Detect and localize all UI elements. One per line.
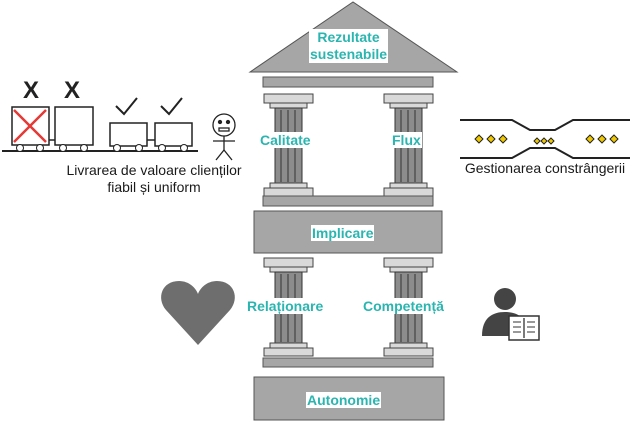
pillar-label-competenta: Competență (362, 298, 445, 314)
wagon-icon (54, 106, 94, 152)
pillar-label-relationare: Relaționare (246, 298, 325, 314)
middle-beam-label: Implicare (311, 225, 375, 241)
checked-wagon-icon (154, 97, 193, 152)
lower-floor-slab (262, 357, 434, 368)
wagon-mark-2: X (64, 77, 80, 104)
reader-person-icon (482, 288, 540, 341)
wagon-mark-1: X (23, 77, 39, 104)
heart-icon (161, 281, 235, 345)
left-caption: Livrarea de valoare clienților fiabil și… (48, 162, 260, 196)
roof-label-line1: Rezultate (317, 29, 380, 45)
pillar-label-flux: Flux (391, 132, 422, 148)
right-caption: Gestionarea constrângerii (464, 160, 626, 176)
bottleneck-pipe-icon (460, 119, 630, 159)
left-caption-line1: Livrarea de valoare clienților (66, 162, 242, 178)
pillar-label-calitate: Calitate (259, 132, 312, 148)
customer-face-icon (212, 113, 236, 161)
left-caption-line2: fiabil și uniform (107, 179, 201, 195)
upper-floor-slab (262, 195, 434, 207)
roof-label-line2: sustenabile (310, 46, 388, 62)
roof-beam (262, 76, 434, 88)
base-label: Autonomie (306, 392, 382, 408)
rejected-wagon-icon (11, 106, 50, 152)
roof-label: Rezultate sustenabile (309, 29, 389, 63)
checked-wagon-icon (109, 97, 148, 152)
